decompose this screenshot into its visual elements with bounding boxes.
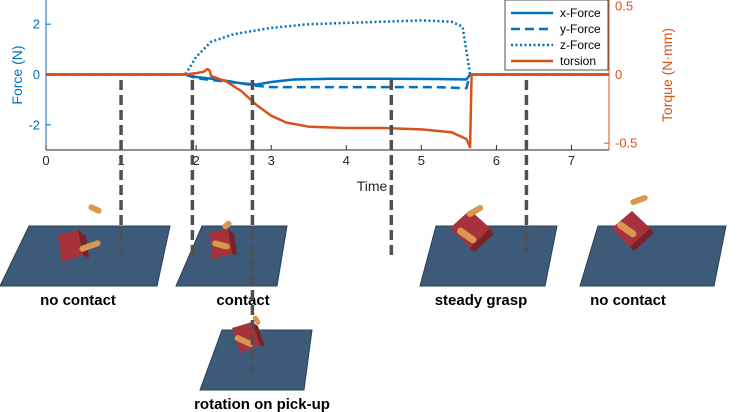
snapshot-caption: no contact [40, 292, 116, 309]
finger [88, 204, 102, 214]
snapshot-steady-grasp [419, 205, 558, 287]
x-axis-label: Time [357, 178, 388, 194]
finger [222, 220, 232, 230]
table-plane [419, 225, 558, 287]
table-plane [175, 225, 288, 287]
snapshot-caption: rotation on pick-up [194, 396, 330, 412]
right-y-axis-label: Torque (N·mm) [659, 28, 675, 122]
snapshot-no-contact-2 [579, 194, 727, 287]
finger [466, 205, 484, 217]
left-y-tick-label: 2 [33, 17, 40, 32]
series-y-force [46, 73, 609, 90]
table-plane [199, 329, 313, 391]
series-x-force [46, 73, 609, 86]
red-cube [450, 210, 490, 248]
red-cube-side [78, 230, 89, 258]
red-cube-side [228, 229, 237, 255]
legend-label-y-force: y-Force [560, 22, 601, 36]
finger [212, 240, 230, 250]
legend-label-z-force: z-Force [560, 38, 601, 52]
finger [617, 221, 637, 238]
red-cube-side [630, 228, 654, 251]
legend-box [504, 0, 609, 71]
red-cube [58, 230, 83, 262]
finger [630, 194, 648, 206]
x-tick-label: 4 [343, 153, 350, 168]
snapshot-caption: contact [216, 292, 269, 309]
series-z-force [46, 19, 609, 76]
right-y-tick-label: -0.5 [615, 136, 637, 151]
table-plane [579, 225, 727, 287]
x-tick-label: 5 [418, 153, 425, 168]
snapshot-caption: no contact [590, 292, 666, 309]
left-y-axis-label: Force (N) [9, 45, 25, 104]
snapshot-no-contact-1 [0, 204, 171, 287]
series-torsion [46, 67, 609, 149]
x-tick-label: 3 [268, 153, 275, 168]
finger [252, 315, 261, 325]
red-cube-side [252, 322, 265, 347]
x-tick-label: 2 [193, 153, 200, 168]
red-cube-side [470, 228, 494, 252]
right-y-tick-label: 0.5 [615, 0, 633, 13]
finger [79, 240, 101, 252]
right-y-tick-label: 0 [615, 67, 622, 82]
finger [234, 335, 254, 347]
finger [457, 227, 477, 244]
snapshot-rotation-on-pick-up [199, 315, 313, 391]
snapshot-caption: steady grasp [435, 292, 528, 309]
legend-label-x-force: x-Force [560, 6, 601, 20]
x-tick-label: 7 [568, 153, 575, 168]
x-tick-label: 6 [493, 153, 500, 168]
snapshot-contact [175, 220, 288, 287]
left-y-tick-label: -2 [28, 117, 40, 132]
legend: x-Force y-Force z-Force torsion [504, 0, 609, 71]
left-y-tick-label: 0 [33, 67, 40, 82]
legend-label-torsion: torsion [560, 54, 596, 68]
x-tick-label: 0 [42, 153, 49, 168]
